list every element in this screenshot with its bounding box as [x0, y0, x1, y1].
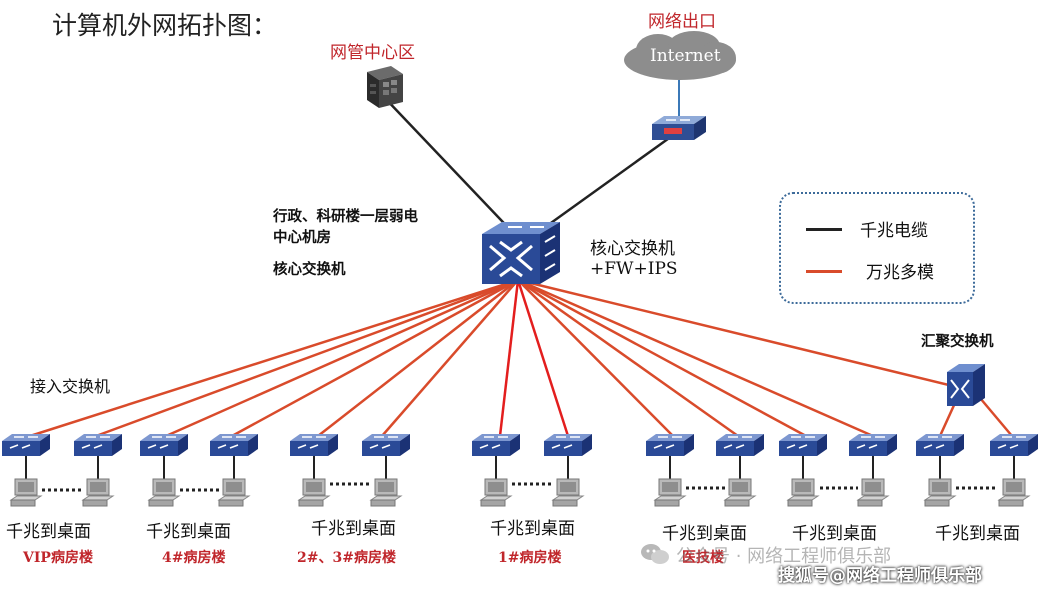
link-core-nms [381, 94, 521, 241]
pc-dot-connectors [42, 482, 998, 492]
wechat-watermark: 公众号 · 网络工程师俱乐部 [676, 546, 892, 567]
page-title: 计算机外网拓扑图： [52, 11, 278, 40]
workstation-icon [723, 478, 757, 507]
switch-pc-cables [25, 455, 1015, 482]
nms-label: 网管中心区 [330, 43, 415, 63]
workstation-icon [217, 478, 251, 507]
workstation-icon [786, 478, 820, 507]
core-site-label-2: 中心机房 [273, 230, 331, 246]
access-switch-icon [544, 434, 592, 456]
group-desktop-label: 千兆到桌面 [6, 522, 91, 542]
legend-fiber-label: 万兆多模 [866, 263, 934, 283]
access-switch-icon [210, 434, 258, 456]
workstation-icon [297, 478, 331, 507]
internet-cloud-label: Internet [650, 46, 721, 66]
egress-router-icon [652, 116, 706, 140]
workstation-icon [9, 478, 43, 507]
legend-copper-swatch [806, 228, 842, 231]
fiber-links [29, 278, 1013, 438]
group-desktop-label: 千兆到桌面 [662, 524, 747, 544]
workstation-icon [147, 478, 181, 507]
access-switch-icon [362, 434, 410, 456]
access-label: 接入交换机 [30, 377, 111, 396]
group-desktop-label: 千兆到桌面 [792, 524, 877, 544]
aggregation-label: 汇聚交换机 [921, 334, 994, 350]
aggregation-switch-icon [947, 364, 985, 406]
group-desktop-label: 千兆到桌面 [490, 519, 575, 539]
group-building-label: 2#、3#病房楼 [297, 550, 396, 566]
access-switch-icon [74, 434, 122, 456]
workstation-icon [856, 478, 890, 507]
wechat-icon [641, 544, 669, 564]
legend-fiber-swatch [806, 270, 842, 273]
legend [779, 192, 975, 304]
nms-server-icon [367, 66, 403, 108]
group-building-label: 医技楼 [682, 550, 724, 566]
access-switch-icon [472, 434, 520, 456]
workstation-icon [653, 478, 687, 507]
group-building-label: VIP病房楼 [23, 550, 93, 566]
workstation-icon [997, 478, 1031, 507]
sohu-watermark: 搜狐号@网络工程师俱乐部 [778, 566, 982, 586]
core-site-label-1: 行政、科研楼一层弱电 [273, 209, 418, 225]
workstation-icon [81, 478, 115, 507]
group-desktop-label: 千兆到桌面 [311, 519, 396, 539]
access-switch-icon [990, 434, 1038, 456]
group-desktop-label: 千兆到桌面 [935, 524, 1020, 544]
access-switch-icon [2, 434, 50, 456]
access-switch-icon [140, 434, 188, 456]
group-desktop-label: 千兆到桌面 [146, 522, 231, 542]
workstation-icon [551, 478, 585, 507]
link-core-egress [529, 134, 673, 240]
core-switch-label: 核心交换机 [590, 239, 675, 259]
internet-cloud-icon [624, 31, 736, 80]
workstation-icon [479, 478, 513, 507]
workstation-icon [369, 478, 403, 507]
egress-label: 网络出口 [648, 12, 716, 32]
legend-copper-label: 千兆电缆 [860, 221, 928, 241]
core-site-label-3: 核心交换机 [273, 262, 346, 278]
access-switch-icon [916, 434, 964, 456]
access-switch-icon [646, 434, 694, 456]
group-building-label: 1#病房楼 [498, 550, 562, 566]
access-switch-icon [716, 434, 764, 456]
access-switch-icon [849, 434, 897, 456]
access-switch-icon [290, 434, 338, 456]
access-switch-icon [779, 434, 827, 456]
core-security-label: +FW+IPS [590, 259, 678, 279]
group-building-label: 4#病房楼 [162, 550, 226, 566]
workstation-icon [923, 478, 957, 507]
core-switch-icon [482, 222, 560, 284]
